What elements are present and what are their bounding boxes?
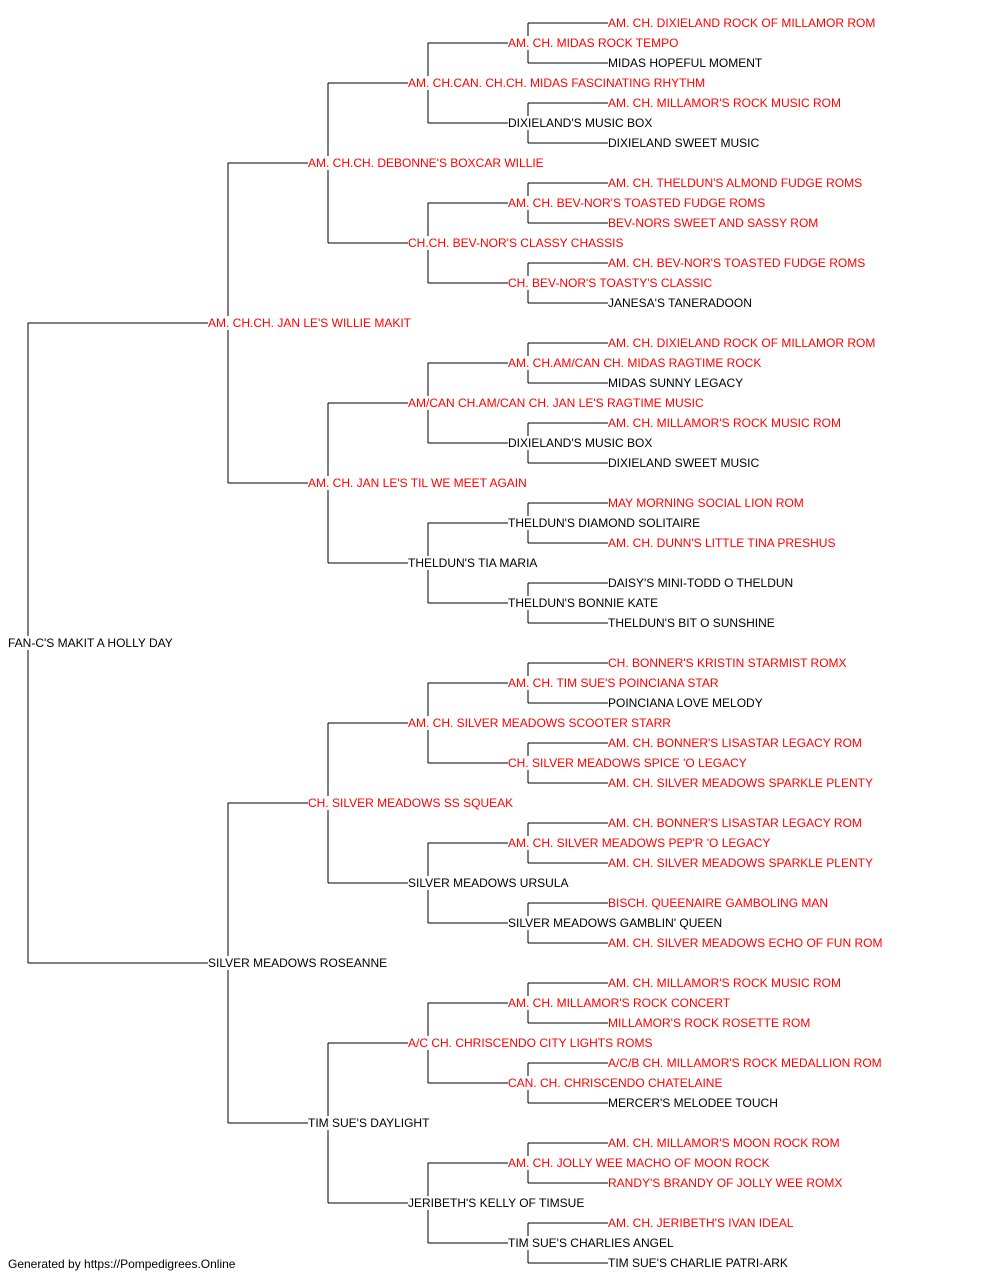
gen5-ancestor-name: AM. CH. BONNER'S LISASTAR LEGACY ROM: [608, 816, 864, 830]
gen4-ancestor-name: CH. BEV-NOR'S TOASTY'S CLASSIC: [508, 276, 715, 290]
gen5-ancestor-name: BEV-NORS SWEET AND SASSY ROM: [608, 216, 821, 230]
gen5-ancestor-name: AM. CH. MILLAMOR'S ROCK MUSIC ROM: [608, 416, 843, 430]
gen4-ancestor-name: DIXIELAND'S MUSIC BOX: [508, 116, 655, 130]
gen5-ancestor-name: POINCIANA LOVE MELODY: [608, 696, 765, 710]
great-grandparent-name: SILVER MEADOWS URSULA: [408, 876, 571, 890]
sire-name: AM. CH.CH. JAN LE'S WILLIE MAKIT: [208, 316, 413, 330]
gen4-ancestor-name: SILVER MEADOWS GAMBLIN' QUEEN: [508, 916, 725, 930]
gen4-ancestor-name: AM. CH. SILVER MEADOWS PEP'R 'O LEGACY: [508, 836, 773, 850]
gen4-ancestor-name: AM. CH. JOLLY WEE MACHO OF MOON ROCK: [508, 1156, 772, 1170]
gen5-ancestor-name: THELDUN'S BIT O SUNSHINE: [608, 616, 777, 630]
gen4-ancestor-name: AM. CH.AM/CAN CH. MIDAS RAGTIME ROCK: [508, 356, 764, 370]
great-grandparent-name: AM. CH.CAN. CH.CH. MIDAS FASCINATING RHY…: [408, 76, 708, 90]
gen5-ancestor-name: AM. CH. SILVER MEADOWS SPARKLE PLENTY: [608, 856, 875, 870]
gen5-ancestor-name: MILLAMOR'S ROCK ROSETTE ROM: [608, 1016, 813, 1030]
gen5-ancestor-name: AM. CH. THELDUN'S ALMOND FUDGE ROMS: [608, 176, 865, 190]
gen5-ancestor-name: DIXIELAND SWEET MUSIC: [608, 136, 762, 150]
grandparent-name: CH. SILVER MEADOWS SS SQUEAK: [308, 796, 516, 810]
gen4-ancestor-name: AM. CH. MILLAMOR'S ROCK CONCERT: [508, 996, 733, 1010]
gen4-ancestor-name: CH. SILVER MEADOWS SPICE 'O LEGACY: [508, 756, 749, 770]
gen4-ancestor-name: TIM SUE'S CHARLIES ANGEL: [508, 1236, 676, 1250]
gen5-ancestor-name: BISCH. QUEENAIRE GAMBOLING MAN: [608, 896, 831, 910]
gen5-ancestor-name: AM. CH. BONNER'S LISASTAR LEGACY ROM: [608, 736, 864, 750]
gen5-ancestor-name: TIM SUE'S CHARLIE PATRI-ARK: [608, 1256, 790, 1270]
gen5-ancestor-name: AM. CH. DIXIELAND ROCK OF MILLAMOR ROM: [608, 16, 878, 30]
gen5-ancestor-name: AM. CH. MILLAMOR'S ROCK MUSIC ROM: [608, 96, 843, 110]
gen4-ancestor-name: AM. CH. TIM SUE'S POINCIANA STAR: [508, 676, 721, 690]
gen5-ancestor-name: AM. CH. SILVER MEADOWS ECHO OF FUN ROM: [608, 936, 885, 950]
gen5-ancestor-name: RANDY'S BRANDY OF JOLLY WEE ROMX: [608, 1176, 845, 1190]
grandparent-name: AM. CH. JAN LE'S TIL WE MEET AGAIN: [308, 476, 529, 490]
grandparent-name: AM. CH.CH. DEBONNE'S BOXCAR WILLIE: [308, 156, 546, 170]
gen5-ancestor-name: AM. CH. DIXIELAND ROCK OF MILLAMOR ROM: [608, 336, 878, 350]
gen5-ancestor-name: MERCER'S MELODEE TOUCH: [608, 1096, 780, 1110]
gen4-ancestor-name: THELDUN'S DIAMOND SOLITAIRE: [508, 516, 703, 530]
gen5-ancestor-name: AM. CH. DUNN'S LITTLE TINA PRESHUS: [608, 536, 838, 550]
gen4-ancestor-name: AM. CH. BEV-NOR'S TOASTED FUDGE ROMS: [508, 196, 768, 210]
great-grandparent-name: AM. CH. SILVER MEADOWS SCOOTER STARR: [408, 716, 673, 730]
gen4-ancestor-name: AM. CH. MIDAS ROCK TEMPO: [508, 36, 681, 50]
gen5-ancestor-name: AM. CH. MILLAMOR'S MOON ROCK ROM: [608, 1136, 842, 1150]
gen5-ancestor-name: AM. CH. SILVER MEADOWS SPARKLE PLENTY: [608, 776, 875, 790]
gen5-ancestor-name: CH. BONNER'S KRISTIN STARMIST ROMX: [608, 656, 849, 670]
generated-by-footer: Generated by https://Pompedigrees.Online: [8, 1257, 236, 1271]
gen5-ancestor-name: JANESA'S TANERADOON: [608, 296, 754, 310]
grandparent-name: TIM SUE'S DAYLIGHT: [308, 1116, 432, 1130]
great-grandparent-name: A/C CH. CHRISCENDO CITY LIGHTS ROMS: [408, 1036, 655, 1050]
gen5-ancestor-name: A/C/B CH. MILLAMOR'S ROCK MEDALLION ROM: [608, 1056, 884, 1070]
gen5-ancestor-name: MAY MORNING SOCIAL LION ROM: [608, 496, 806, 510]
gen5-ancestor-name: MIDAS SUNNY LEGACY: [608, 376, 746, 390]
great-grandparent-name: AM/CAN CH.AM/CAN CH. JAN LE'S RAGTIME MU…: [408, 396, 706, 410]
gen4-ancestor-name: THELDUN'S BONNIE KATE: [508, 596, 661, 610]
great-grandparent-name: CH.CH. BEV-NOR'S CLASSY CHASSIS: [408, 236, 626, 250]
gen5-ancestor-name: DAISY'S MINI-TODD O THELDUN: [608, 576, 796, 590]
gen5-ancestor-name: AM. CH. MILLAMOR'S ROCK MUSIC ROM: [608, 976, 843, 990]
gen5-ancestor-name: DIXIELAND SWEET MUSIC: [608, 456, 762, 470]
gen5-ancestor-name: AM. CH. JERIBETH'S IVAN IDEAL: [608, 1216, 796, 1230]
great-grandparent-name: JERIBETH'S KELLY OF TIMSUE: [408, 1196, 587, 1210]
dam-name: SILVER MEADOWS ROSEANNE: [208, 956, 390, 970]
subject-dog-name: FAN-C'S MAKIT A HOLLY DAY: [8, 636, 175, 650]
great-grandparent-name: THELDUN'S TIA MARIA: [408, 556, 540, 570]
gen4-ancestor-name: CAN. CH. CHRISCENDO CHATELAINE: [508, 1076, 725, 1090]
gen5-ancestor-name: AM. CH. BEV-NOR'S TOASTED FUDGE ROMS: [608, 256, 868, 270]
gen4-ancestor-name: DIXIELAND'S MUSIC BOX: [508, 436, 655, 450]
gen5-ancestor-name: MIDAS HOPEFUL MOMENT: [608, 56, 765, 70]
